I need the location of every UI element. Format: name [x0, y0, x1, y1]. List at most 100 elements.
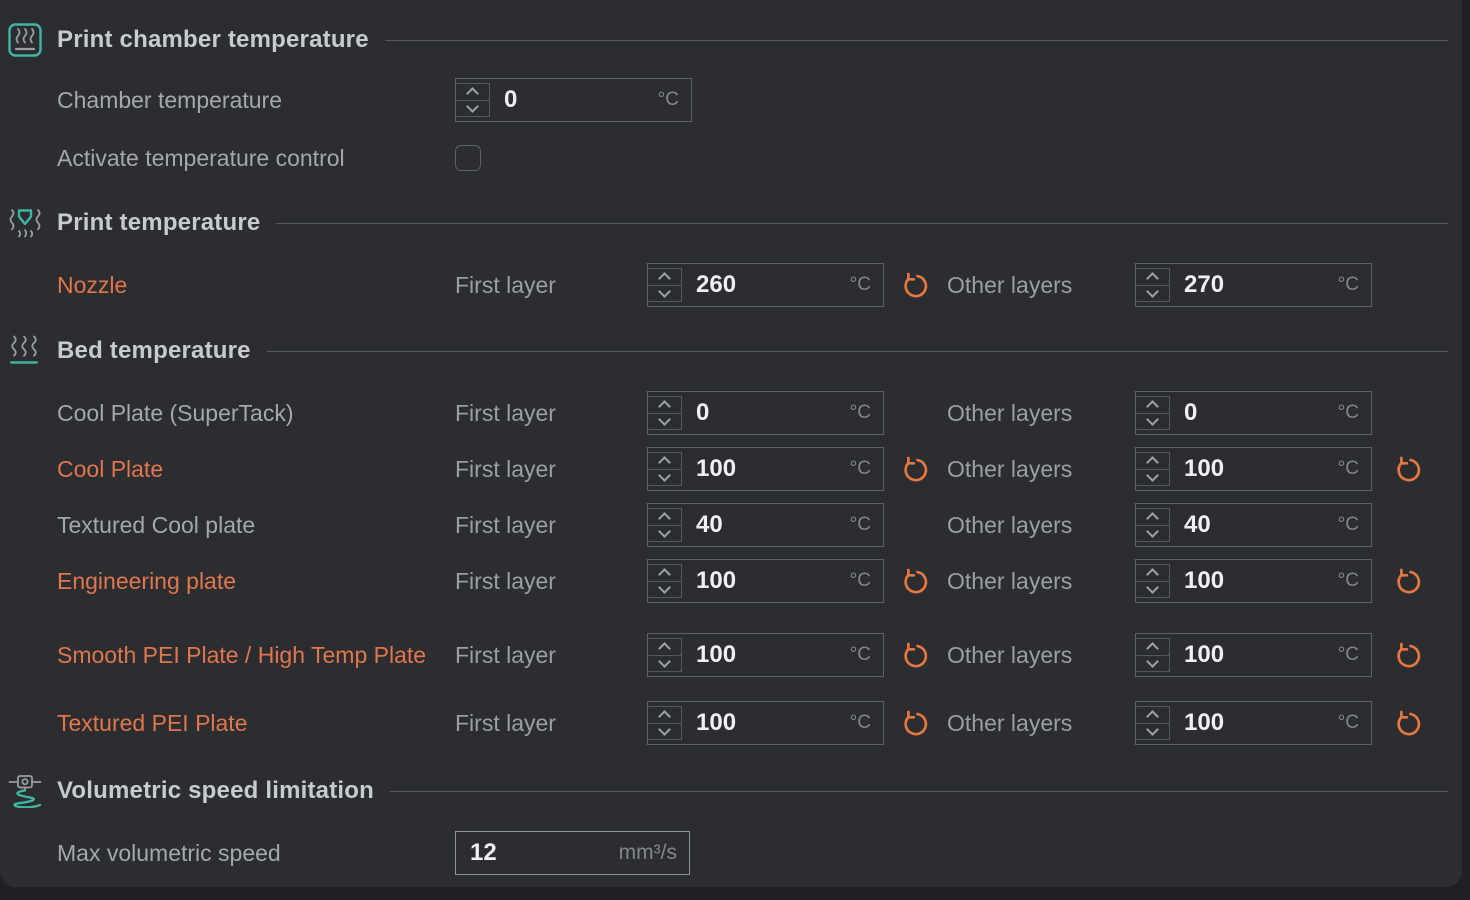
chevron-up-icon: [1146, 710, 1159, 724]
nozzle-other-layers-value[interactable]: [1184, 271, 1321, 299]
other-layers-input[interactable]: °C: [1135, 447, 1372, 491]
increment-button[interactable]: [1136, 565, 1169, 582]
plate-label: Cool Plate: [57, 455, 164, 482]
chevron-down-icon: [466, 99, 479, 113]
other-layers-value[interactable]: [1184, 567, 1321, 595]
increment-button[interactable]: [1136, 453, 1169, 470]
decrement-button[interactable]: [1136, 580, 1169, 598]
chevron-up-icon: [658, 272, 671, 286]
first-layer-value[interactable]: [696, 511, 833, 539]
chamber-temperature-input[interactable]: °C: [455, 78, 692, 122]
other-layers-input[interactable]: °C: [1135, 559, 1372, 603]
decrement-button[interactable]: [1136, 284, 1169, 302]
increment-button[interactable]: [456, 84, 489, 101]
reset-icon[interactable]: [1395, 710, 1422, 737]
nozzle-first-layer-input[interactable]: °C: [647, 263, 884, 307]
increment-button[interactable]: [648, 509, 681, 526]
first-layer-input[interactable]: °C: [647, 633, 884, 677]
first-layer-value[interactable]: [696, 709, 833, 737]
chevron-down-icon: [658, 654, 671, 668]
first-layer-input[interactable]: °C: [647, 391, 884, 435]
first-layer-label: First layer: [455, 511, 556, 538]
increment-button[interactable]: [648, 397, 681, 414]
reset-icon[interactable]: [902, 456, 929, 483]
bed-row-textured-pei-plate: Textured PEI Plate First layer °C Other …: [0, 701, 1462, 745]
reset-icon[interactable]: [902, 568, 929, 595]
increment-button[interactable]: [1136, 707, 1169, 724]
bed-row-cool-plate-supertack: Cool Plate (SuperTack) First layer °C Ot…: [0, 391, 1462, 435]
other-layers-value[interactable]: [1184, 511, 1321, 539]
reset-icon[interactable]: [1395, 568, 1422, 595]
other-layers-input[interactable]: °C: [1135, 391, 1372, 435]
decrement-button[interactable]: [648, 654, 681, 672]
section-header-print-temperature: Print temperature: [0, 206, 1462, 240]
reset-icon[interactable]: [1395, 456, 1422, 483]
other-layers-input[interactable]: °C: [1135, 701, 1372, 745]
plate-label: Cool Plate (SuperTack): [57, 399, 294, 426]
increment-button[interactable]: [648, 453, 681, 470]
chevron-up-icon: [1146, 568, 1159, 582]
chevron-down-icon: [658, 468, 671, 482]
decrement-button[interactable]: [648, 524, 681, 542]
other-layers-input[interactable]: °C: [1135, 633, 1372, 677]
first-layer-value[interactable]: [696, 399, 833, 427]
decrement-button[interactable]: [456, 99, 489, 117]
decrement-button[interactable]: [1136, 722, 1169, 740]
decrement-button[interactable]: [648, 412, 681, 430]
decrement-button[interactable]: [1136, 654, 1169, 672]
increment-button[interactable]: [1136, 397, 1169, 414]
increment-button[interactable]: [648, 639, 681, 656]
spinner: [1136, 396, 1170, 430]
bed-row-smooth-pei-plate: Smooth PEI Plate / High Temp Plate First…: [0, 621, 1462, 689]
decrement-button[interactable]: [648, 722, 681, 740]
chevron-up-icon: [658, 710, 671, 724]
increment-button[interactable]: [1136, 509, 1169, 526]
other-layers-label: Other layers: [947, 641, 1073, 668]
reset-icon[interactable]: [902, 710, 929, 737]
max-volumetric-speed-label: Max volumetric speed: [57, 839, 281, 866]
decrement-button[interactable]: [648, 284, 681, 302]
other-layers-label: Other layers: [947, 567, 1073, 594]
decrement-button[interactable]: [1136, 412, 1169, 430]
first-layer-input[interactable]: °C: [647, 447, 884, 491]
chamber-temperature-value[interactable]: [504, 86, 641, 114]
increment-button[interactable]: [648, 565, 681, 582]
first-layer-input[interactable]: °C: [647, 559, 884, 603]
first-layer-value[interactable]: [696, 641, 833, 669]
other-layers-value[interactable]: [1184, 399, 1321, 427]
unit-celsius: °C: [849, 712, 871, 733]
decrement-button[interactable]: [648, 468, 681, 486]
increment-button[interactable]: [648, 707, 681, 724]
activate-temperature-control-checkbox[interactable]: [455, 145, 481, 171]
first-layer-label: First layer: [455, 567, 556, 594]
decrement-button[interactable]: [1136, 524, 1169, 542]
other-layers-value[interactable]: [1184, 641, 1321, 669]
nozzle-other-layers-input[interactable]: °C: [1135, 263, 1372, 307]
first-layer-input[interactable]: °C: [647, 701, 884, 745]
first-layer-value[interactable]: [696, 567, 833, 595]
increment-button[interactable]: [648, 269, 681, 286]
max-volumetric-speed-input[interactable]: mm³/s: [455, 831, 690, 875]
other-layers-input[interactable]: °C: [1135, 503, 1372, 547]
section-divider: [390, 790, 1448, 792]
reset-icon[interactable]: [902, 272, 929, 299]
spinner: [1136, 638, 1170, 672]
reset-icon[interactable]: [902, 642, 929, 669]
decrement-button[interactable]: [1136, 468, 1169, 486]
increment-button[interactable]: [1136, 269, 1169, 286]
unit-celsius: °C: [1337, 274, 1359, 295]
other-layers-value[interactable]: [1184, 455, 1321, 483]
nozzle-first-layer-value[interactable]: [696, 271, 833, 299]
section-divider: [266, 350, 1448, 352]
first-layer-input[interactable]: °C: [647, 503, 884, 547]
decrement-button[interactable]: [648, 580, 681, 598]
unit-celsius: °C: [849, 402, 871, 423]
increment-button[interactable]: [1136, 639, 1169, 656]
max-volumetric-speed-value[interactable]: [470, 839, 639, 867]
chevron-down-icon: [658, 722, 671, 736]
reset-icon[interactable]: [1395, 642, 1422, 669]
first-layer-value[interactable]: [696, 455, 833, 483]
other-layers-value[interactable]: [1184, 709, 1321, 737]
section-header-bed-temperature: Bed temperature: [0, 334, 1462, 368]
section-header-chamber: Print chamber temperature: [0, 23, 1462, 57]
